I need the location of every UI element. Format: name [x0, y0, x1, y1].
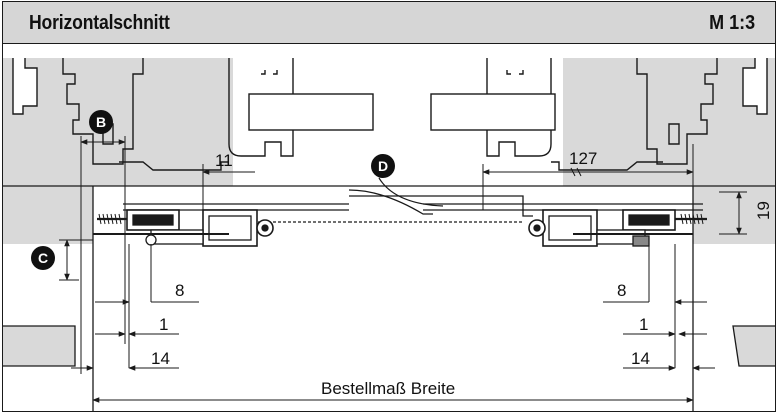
- dim-order-width: Bestellmaß Breite: [321, 379, 455, 398]
- svg-text:C: C: [38, 250, 48, 266]
- right-hardware: [528, 209, 707, 247]
- dimension-lines: [59, 136, 747, 403]
- right-frame-profile: [430, 58, 768, 171]
- dim-left-8: 8: [175, 281, 184, 300]
- leader-arrow-icon: [378, 177, 444, 207]
- left-hardware: [93, 209, 274, 247]
- marker-d: D: [371, 154, 395, 178]
- wall-background: [3, 58, 775, 411]
- dim-right-1: 1: [639, 315, 648, 334]
- svg-text:D: D: [378, 158, 388, 174]
- header-bar: Horizontalschnitt M 1:3: [3, 2, 775, 44]
- dim-left-1: 1: [159, 315, 168, 334]
- dim-left-14: 14: [151, 349, 170, 368]
- screw-icon: [675, 213, 707, 225]
- svg-text:B: B: [96, 114, 106, 130]
- dim-right-14: 14: [631, 349, 650, 368]
- scale-label: M 1:3: [708, 12, 755, 34]
- drawing-title: Horizontalschnitt: [29, 12, 170, 34]
- screw-icon: [97, 213, 127, 225]
- lower-blocks: [3, 325, 775, 367]
- section-drawing: 11 127 19 8 1 14 8 1 14 Bestellmaß Breit…: [3, 58, 775, 411]
- marker-b: B: [89, 110, 113, 134]
- dim-top-left: 11: [215, 151, 233, 170]
- dim-right-8: 8: [617, 281, 626, 300]
- marker-c: C: [31, 246, 55, 270]
- dim-top-right: 127: [569, 149, 597, 168]
- dim-vertical-right: 19: [754, 201, 773, 220]
- roller-icon: [145, 234, 157, 246]
